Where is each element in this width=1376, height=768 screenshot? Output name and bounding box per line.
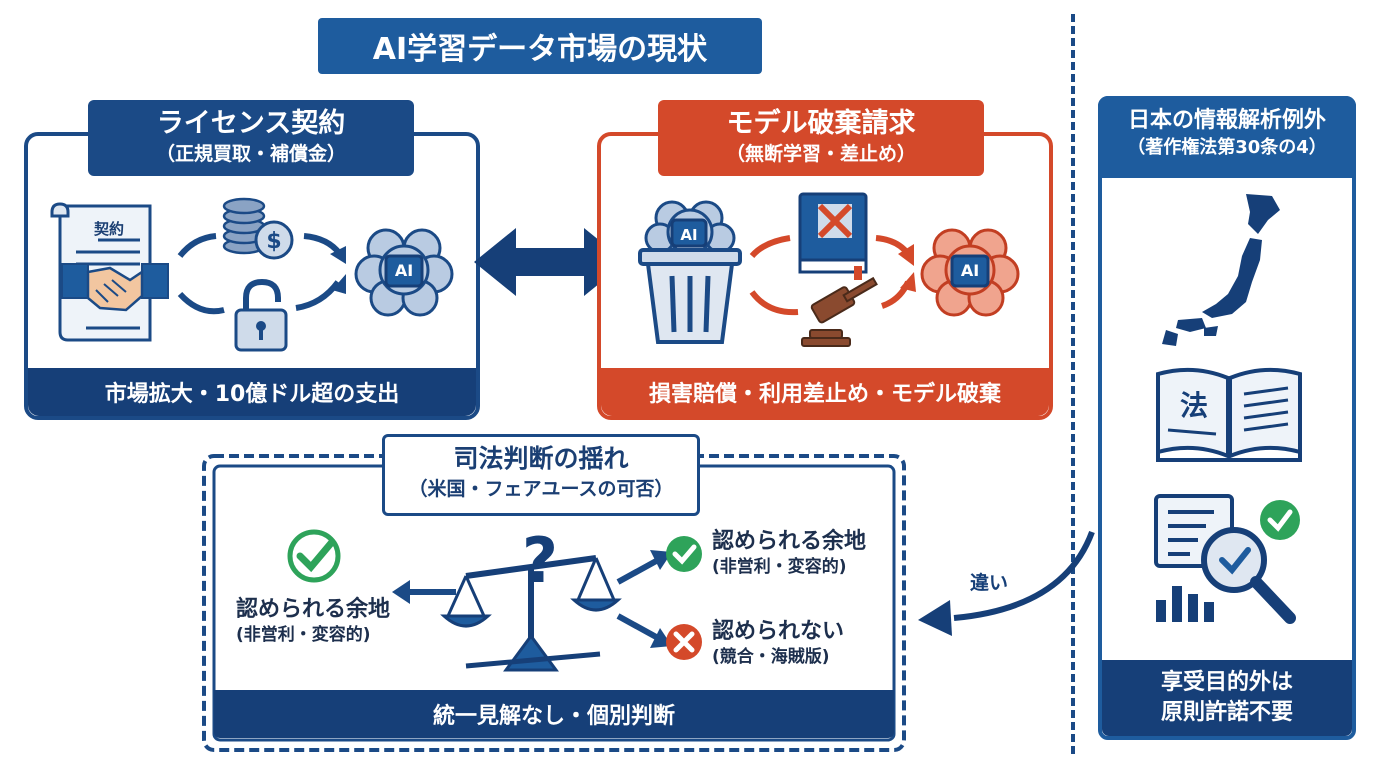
crossed-book-icon <box>798 192 868 280</box>
ai-chip-label-license: AI <box>394 261 414 280</box>
japan-footer-line1: 享受目的外は <box>1160 670 1293 695</box>
judicial-wavy-border <box>202 454 906 752</box>
japan-map-icon <box>1162 194 1280 346</box>
difference-label: 違い <box>970 572 1009 594</box>
difference-curved-arrow <box>918 530 1095 636</box>
license-header: ライセンス契約 （正規買取・補償金） <box>88 100 414 176</box>
destroy-footer: 損害賠償・利用差止め・モデル破棄 <box>601 368 1049 416</box>
vertical-divider <box>1071 14 1075 754</box>
left-outcome-main: 認められる余地 <box>236 597 391 622</box>
judicial-subtitle: （米国・フェアユースの可否） <box>408 478 674 500</box>
law-book-label: 法 <box>1180 389 1209 422</box>
unlocked-padlock-icon <box>234 278 288 352</box>
page-title: AI学習データ市場の現状 <box>318 18 762 74</box>
judicial-header: 司法判断の揺れ （米国・フェアユースの可否） <box>382 434 700 516</box>
svg-text:?: ? <box>522 524 558 597</box>
right-bottom-outcome-label: 認められない (競合・海賊版) <box>712 618 844 668</box>
coins-dollar-icon: $ <box>222 197 294 260</box>
trash-can-with-brain-icon <box>638 200 742 344</box>
cross-icon-right <box>666 624 702 660</box>
license-title: ライセンス契約 <box>156 108 346 139</box>
law-book-icon <box>1156 367 1302 462</box>
double-arrow-icon <box>474 228 626 296</box>
license-footer: 市場拡大・10億ドル超の支出 <box>28 368 476 416</box>
balance-scale-icon: ? <box>440 524 622 672</box>
flow-arrows-license <box>177 233 346 315</box>
ai-brain-icon-license <box>354 228 454 317</box>
arrow-left-icon <box>392 580 456 604</box>
gavel-icon <box>801 276 878 347</box>
license-subtitle: （正規買取・補償金） <box>155 143 346 165</box>
handshake-icon <box>61 263 169 312</box>
japan-subtitle: （著作権法第30条の4） <box>1127 137 1327 158</box>
japan-footer-line2: 原則許諾不要 <box>1160 700 1293 725</box>
japan-footer: 享受目的外は 原則許諾不要 <box>1102 660 1352 736</box>
judicial-footer: 統一見解なし・個別判断 <box>214 690 894 738</box>
ai-brain-icon-destroy <box>920 228 1020 317</box>
left-outcome-sub: (非営利・変容的) <box>236 625 371 645</box>
data-analysis-icon <box>1154 494 1300 624</box>
contract-label: 契約 <box>94 220 125 238</box>
destroy-title: モデル破棄請求 <box>726 108 916 139</box>
ai-chip-label-trash: AI <box>680 226 698 244</box>
check-icon-left <box>287 529 341 583</box>
right-top-outcome-label: 認められる余地 (非営利・変容的) <box>712 528 866 578</box>
right-bottom-outcome-sub: (競合・海賊版) <box>712 647 830 667</box>
flow-arrows-destroy <box>749 235 916 316</box>
destroy-header: モデル破棄請求 （無断学習・差止め） <box>658 100 984 176</box>
right-top-outcome-main: 認められる余地 <box>712 529 867 554</box>
judicial-title: 司法判断の揺れ <box>453 444 629 473</box>
check-icon-right <box>666 536 702 572</box>
ai-chip-label-destroy: AI <box>960 261 980 280</box>
right-bottom-outcome-main: 認められない <box>712 619 845 644</box>
japan-header: 日本の情報解析例外 （著作権法第30条の4） <box>1098 96 1356 178</box>
svg-text:$: $ <box>266 229 281 254</box>
right-top-outcome-sub: (非営利・変容的) <box>712 557 847 577</box>
japan-title: 日本の情報解析例外 <box>1127 108 1326 133</box>
destroy-subtitle: （無断学習・差止め） <box>725 143 916 165</box>
left-outcome-label: 認められる余地 (非営利・変容的) <box>236 596 390 646</box>
